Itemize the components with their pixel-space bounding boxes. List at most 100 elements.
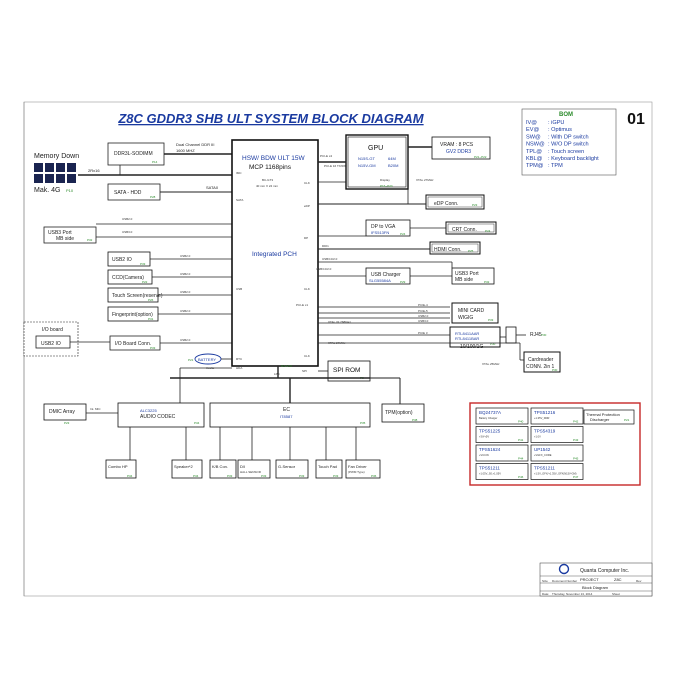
bom-code: NSW@ [526,142,545,148]
power-cell-sub: +1.5V_GFX/+1.35V_GFX(N15V-GM) [534,472,577,476]
svg-text:P30: P30 [552,368,558,372]
svg-text:P30: P30 [490,342,496,346]
power-cell-sub: +3V/+5V [479,435,489,439]
svg-text:MB side: MB side [56,236,74,242]
svg-text:P33: P33 [488,318,494,322]
usb-charger-block: USB Charger SLG55584A P29 [365,267,411,285]
io-board: I/O board USB2 IO I/O Board Conn. P33 [23,321,161,357]
svg-text:N15V-GM: N15V-GM [358,163,376,168]
bom-heading: BOM [559,112,573,118]
svg-text:PCI-E x4: PCI-E x4 [320,154,332,158]
svg-text:Rev: Rev [636,579,642,583]
svg-text:USB3.0/2.0: USB3.0/2.0 [316,267,332,271]
svg-text:PCI-E x1: PCI-E x1 [296,303,308,307]
power-cell-name: TPS51211 [479,466,500,471]
power-cell-name: TPS51216 [534,410,556,415]
memory-chip [34,163,43,172]
svg-text:USB3 Port: USB3 Port [455,271,479,277]
svg-text:P30: P30 [541,333,547,337]
gpu-block: GPU N15S-GT 64M N15V-GM B20M Display P16… [345,134,409,190]
svg-text:P24: P24 [485,229,491,233]
cardreader-block: Cardreader CONN. 2in 1 P30 [523,351,561,373]
dmic-block: DMIC Array P23 [43,403,87,425]
svg-text:WIGIG: WIGIG [458,315,473,321]
svg-text:64M: 64M [388,156,396,161]
svg-text:P28: P28 [150,195,156,199]
power-cell-page: P45 [573,457,579,461]
svg-text:SPI ROM: SPI ROM [333,367,360,374]
pcie-lane-label: PCIE-4 [418,303,428,307]
usb3-port-left-block: USB3 Port MB side P32 [43,226,97,244]
svg-text:CLK: CLK [304,181,310,185]
power-cell-sub: +VGFX_CORE [534,453,552,457]
svg-text:IMC: IMC [236,171,242,175]
svg-text:XTAL 25MHz: XTAL 25MHz [482,362,500,366]
svg-text:Size: Size [542,579,548,583]
bottom-device-label: Fan Driver [348,464,367,469]
svg-text:GV2 DDR3: GV2 DDR3 [446,149,471,155]
svg-text:DDR3L-SODIMM: DDR3L-SODIMM [114,151,153,157]
bottom-device-sub: (PWM Type) [348,470,365,474]
usb-device-page: P33 [140,262,146,266]
svg-text:Cardreader: Cardreader [528,357,554,363]
left-usb-devices: USB2 IOP33USB2.0CCD(Camera)P22USB2.0Touc… [107,251,232,344]
power-cell-name: BQ24737A [479,410,501,415]
svg-text:40 mm X 24 mm: 40 mm X 24 mm [256,184,279,188]
svg-text:P34: P34 [194,421,200,425]
bottom-device-label: G-Sensor [278,464,296,469]
ddr-speed-label: 1600 MHZ [176,148,195,153]
svg-text:P16~P20: P16~P20 [380,184,393,188]
power-cell-name: TPS51225 [479,429,501,434]
bottom-device-label: Speaker*2 [174,464,193,469]
bom-code: EV@ [526,127,539,133]
usb-device-label: Touch Screen(reserve) [112,293,163,299]
svg-text:USB Charger: USB Charger [371,272,401,278]
svg-text:CONN. 2in 1: CONN. 2in 1 [526,364,555,370]
bottom-device-label: K/B Con. [212,464,228,469]
bom-desc: : TPM [548,163,563,169]
svg-text:HDA: HDA [236,366,242,370]
power-cell-name: TPS51624 [479,447,501,452]
svg-text:P2~P10: P2~P10 [281,364,292,368]
power-cell-sub: +1.0V [534,435,541,439]
svg-text:SATA: SATA [236,198,243,202]
pcie-lane-label: PCIE-5 [418,309,428,313]
dp-to-vga-block: DP to VGA IFS513FN P24 [365,219,411,237]
mini-card-block: MINI CARD WIGIG P33 [451,302,499,324]
svg-text:USB: USB [236,287,242,291]
svg-text:Date:: Date: [542,592,549,596]
svg-text:N15S-GT: N15S-GT [358,156,375,161]
memory-chip [56,174,65,183]
bom-code: TPL@ [526,149,542,155]
svg-text:Sheet: Sheet [612,592,620,596]
svg-text:BC-GT3: BC-GT3 [262,178,273,182]
usb-device-label: USB2 IO [112,257,132,263]
cpu-block: HSW/ BDW ULT 15W MCP 1168pins BC-GT3 40 … [231,139,346,376]
lan-block: RTL8411AAR RTL8411BAR 10/100/1G P30 [449,326,501,350]
ec-block: EC IT8587 P35 [209,402,371,428]
bom-code: IV@ [526,120,537,126]
bottom-device-page: P33 [261,474,267,478]
audio-codec-block: ALC3225 AUDIO CODEC P34 [117,402,205,428]
tpm-block: TPM(option) P38 [381,403,425,423]
bottom-device-page: P33 [333,474,339,478]
ddr3l-sodimm-block: DDR3L-SODIMM P14 [107,142,165,166]
svg-text:eDP: eDP [304,204,310,208]
svg-text:Display: Display [380,178,390,182]
bom-desc: : W/O DP switch [548,142,589,148]
power-cell-sub: +VCCIN [479,453,489,457]
usb-device-page: P22 [142,280,148,284]
bottom-device-page: P34 [193,474,199,478]
svg-text:Document Number: Document Number [552,579,577,583]
memory-chip [56,163,65,172]
sata0-label: SATA0 [206,185,219,190]
svg-text:SPI: SPI [302,369,307,373]
